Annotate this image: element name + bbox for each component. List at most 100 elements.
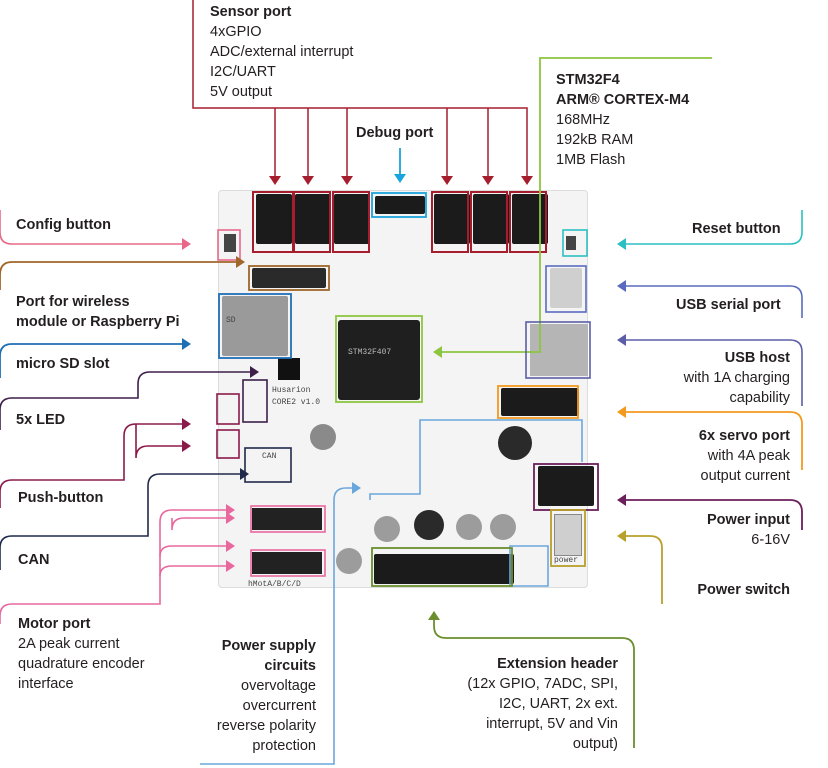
capacitor-2: [374, 516, 400, 542]
mcu-line-1: 168MHz: [556, 112, 610, 128]
motor-port-label: Motor port 2A peak current quadrature en…: [18, 614, 145, 694]
extension-header-label: Extension header (12x GPIO, 7ADC, SPI, I…: [440, 654, 618, 754]
can-lines: [0, 447, 292, 570]
servo-port-line-1: with 4A peak: [707, 448, 790, 464]
push-button-arrow-1: [182, 418, 191, 430]
sensor-port-line-4: 5V output: [210, 84, 273, 100]
power-input-line-1: 6-16V: [751, 532, 790, 548]
power-supply-label: Power supply circuits overvoltage overcu…: [170, 636, 316, 756]
motor-port-line-3: interface: [18, 676, 74, 692]
power-input-title: Power input: [707, 512, 790, 528]
motor-port-line-2: quadrature encoder: [18, 656, 145, 672]
brand-silk-text: Husarion: [272, 386, 311, 395]
power-supply-line-2: overcurrent: [242, 698, 316, 714]
micro-sd-slot-body: [222, 296, 288, 356]
servo-port-label: 6x servo port with 4A peak output curren…: [640, 426, 790, 486]
sensor-connector-1: [256, 194, 292, 244]
usb-host-line-2: capability: [729, 390, 790, 406]
motor-port-title: Motor port: [18, 616, 91, 632]
config-button-label: Config button: [16, 217, 112, 233]
motor-arrow-1: [226, 504, 235, 516]
power-supply-title-1: Power supply: [221, 638, 316, 654]
config-arrow: [182, 238, 191, 250]
servo-header: [501, 388, 579, 416]
motor-arrow-4: [226, 560, 235, 572]
motor-arrow-2: [226, 512, 235, 524]
core2-board: SD STM32F407 Husarion CORE2 v1.0 power h…: [218, 190, 594, 589]
sensor-connector-2: [295, 194, 331, 244]
push-button-arrow-2: [182, 440, 191, 452]
wireless-title-1: Port for wireless: [16, 294, 130, 310]
motor-port-2: [252, 552, 322, 574]
sensor-port-line-3: I2C/UART: [210, 64, 276, 80]
can-silk-text: CAN: [262, 452, 277, 461]
extension-header-line-1: (12x GPIO, 7ADC, SPI,: [467, 676, 618, 692]
husarion-logo: [278, 358, 300, 380]
sensor-arrows: [269, 176, 533, 185]
leds-arrow: [250, 366, 259, 378]
sensor-port-title: Sensor port: [210, 4, 292, 20]
extension-header-line-2: I2C, UART, 2x ext.: [499, 696, 618, 712]
debug-port-lines: [371, 148, 427, 218]
reset-lines: [562, 210, 803, 257]
mcu-line-3: 1MB Flash: [556, 152, 626, 168]
reset-button-body: [566, 236, 576, 250]
extension-header-line-4: output): [572, 736, 618, 752]
wireless-arrow: [236, 256, 245, 268]
motor-port-1: [252, 508, 322, 530]
usb-host-label: USB host with 1A charging capability: [640, 348, 790, 408]
stm32-chip: [338, 320, 420, 400]
mcu-arrow: [433, 346, 442, 358]
power-supply-line-1: overvoltage: [241, 678, 316, 694]
motor-port-line-1: 2A peak current: [18, 636, 120, 652]
power-supply-title-2: circuits: [264, 658, 316, 674]
micro-sd-arrow: [182, 338, 191, 350]
debug-connector: [375, 196, 425, 214]
usb-host-arrow: [617, 334, 626, 346]
power-switch-body: [554, 514, 582, 556]
motor-arrow-3: [226, 540, 235, 552]
wireless-header: [252, 268, 326, 288]
power-silk-text: power: [554, 556, 579, 565]
usb-serial-connector: [550, 268, 582, 308]
usb-host-line-1: with 1A charging: [683, 370, 790, 386]
sensor-connector-3: [334, 194, 370, 244]
leds-lines: [0, 371, 268, 430]
power-supply-line-3: reverse polarity: [216, 718, 316, 734]
usb-serial-arrow: [617, 280, 626, 292]
micro-sd-label: micro SD slot: [16, 356, 110, 372]
power-supply-arrow: [352, 482, 361, 494]
reset-arrow: [617, 238, 626, 250]
wireless-title-2: module or Raspberry Pi: [16, 314, 180, 330]
can-label: CAN: [18, 552, 50, 568]
extension-header-line-3: interrupt, 5V and Vin: [486, 716, 618, 732]
capacitor-1: [310, 424, 336, 450]
capacitor-4: [490, 514, 516, 540]
debug-port-label: Debug port: [356, 125, 434, 141]
power-switch-label: Power switch: [697, 582, 790, 598]
config-button-body: [224, 234, 236, 252]
sensor-connector-5: [473, 194, 509, 244]
extension-lines: [371, 547, 635, 748]
sensor-connector-6: [512, 194, 548, 244]
sd-silk-text: SD: [226, 316, 236, 325]
power-switch-arrow: [617, 530, 626, 542]
inductor-1: [498, 426, 532, 460]
extension-header-connector: [374, 554, 514, 584]
sensor-port-line-1: 4xGPIO: [210, 24, 262, 40]
sensor-port-label: Sensor port 4xGPIO ADC/external interrup…: [210, 2, 353, 102]
mcu-lines: [335, 57, 712, 403]
servo-arrow: [617, 406, 626, 418]
model-silk-text: CORE2 v1.0: [272, 398, 321, 407]
servo-port-line-2: output current: [700, 468, 790, 484]
mcu-title-1: STM32F4: [556, 72, 620, 88]
mcu-silk-text: STM32F407: [348, 348, 392, 357]
config-lines: [0, 210, 241, 261]
power-switch-lines: [550, 509, 663, 604]
sensor-port-lines: [192, 0, 547, 253]
usb-host-lines: [525, 321, 803, 406]
micro-sd-lines: [0, 293, 292, 378]
mcu-label: STM32F4 ARM® CORTEX-M4 168MHz 192kB RAM …: [556, 70, 689, 170]
debug-arrow: [394, 174, 406, 183]
extension-header-title: Extension header: [497, 656, 618, 672]
